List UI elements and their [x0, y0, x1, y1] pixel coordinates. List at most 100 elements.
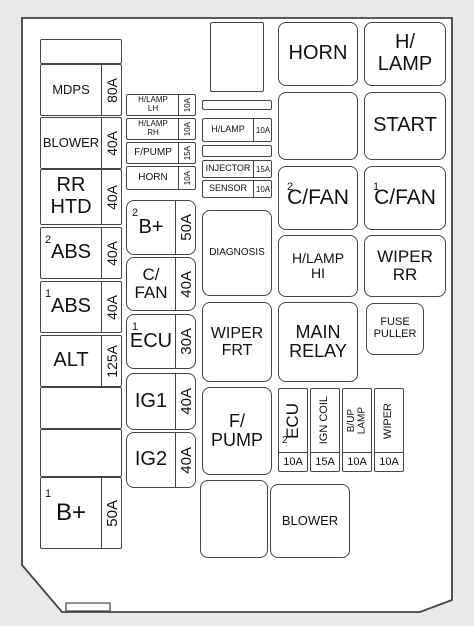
horn-small-label: HORN	[138, 171, 168, 183]
wiper-small-amp: 10A	[375, 452, 403, 471]
ig1-label: IG1	[134, 389, 168, 412]
relay-main-label: MAIN RELAY	[289, 321, 347, 361]
relay-start-label: START	[373, 114, 437, 137]
blower-label: BLOWER	[42, 134, 100, 150]
abs1-num: 1	[45, 288, 52, 300]
bplus1-amp-text: 50A	[103, 499, 121, 527]
fpump-small-amp: 15A	[178, 143, 196, 163]
fpump-small-amp-text: 15A	[183, 145, 192, 161]
ecu2-label: ECU	[283, 402, 303, 439]
relay-cfan2-num: 2	[287, 181, 294, 193]
fuse-ig1: IG1 40A	[126, 373, 196, 430]
alt-amp: 125A	[101, 336, 122, 386]
relay-hlamp: H/ LAMP	[364, 22, 446, 86]
fuse-fpump-small: F/PUMP 15A	[126, 142, 196, 164]
blank-relay-bottom	[200, 480, 268, 558]
hlamp-lh-amp: 10A	[178, 95, 196, 115]
wiper-small-label: WIPER	[382, 402, 395, 439]
bup-lamp-label-area: B/UP LAMP	[343, 389, 371, 452]
ig2-amp: 40A	[175, 433, 196, 487]
hlamp-rh-amp-text: 10A	[183, 121, 192, 137]
relay-cfan2-label: C/FAN	[287, 185, 349, 209]
relay-wiper-frt: WIPER FRT	[202, 302, 272, 382]
relay-hlamp-hi: H/LAMP HI	[278, 235, 358, 297]
ecu1-num: 1	[132, 321, 139, 333]
blank-relay-mid	[278, 92, 358, 160]
bplus2-num: 2	[132, 207, 139, 219]
alt-amp-text: 125A	[104, 344, 120, 378]
relay-wiper-frt-label: WIPER FRT	[210, 324, 264, 359]
fuse-bup-lamp: B/UP LAMP 10A	[342, 388, 372, 472]
relay-hlamp-label: H/ LAMP	[377, 31, 433, 75]
rr-htd-amp: 40A	[101, 170, 122, 224]
abs2-label: ABS	[50, 241, 92, 264]
fpump-small-label: F/PUMP	[134, 146, 172, 158]
horn-small-amp: 10A	[178, 167, 196, 189]
ign-coil-amp: 15A	[311, 452, 339, 471]
ig2-amp-text: 40A	[177, 446, 195, 474]
hlamp-rh-amp: 10A	[178, 119, 196, 139]
hlamp-lh-amp-text: 10A	[183, 97, 192, 113]
ecu2-num: 2	[282, 435, 288, 447]
bplus1-num: 1	[45, 488, 52, 500]
ecu1-label: ECU	[129, 329, 173, 352]
blank-relay-top	[210, 22, 264, 92]
wiper-small-label-area: WIPER	[375, 389, 403, 452]
relay-blower-label: BLOWER	[281, 512, 339, 528]
ecu1-amp: 30A	[175, 315, 196, 368]
fuse-hlamp-c: H/LAMP 10A	[202, 118, 272, 142]
mdps-amp-text: 80A	[104, 77, 120, 103]
relay-fuse-puller-label: FUSE PULLER	[373, 316, 417, 340]
sensor-amp: 10A	[253, 181, 272, 197]
sensor-amp-text: 10A	[255, 184, 271, 194]
relay-start: START	[364, 92, 446, 160]
horn-small-amp-text: 10A	[183, 170, 192, 186]
ig2-label: IG2	[134, 448, 168, 471]
bup-lamp-label: B/UP LAMP	[345, 406, 368, 435]
relay-wiper-rr: WIPER RR	[364, 235, 446, 297]
relay-main: MAIN RELAY	[278, 302, 358, 382]
blank-slot-top	[40, 39, 122, 64]
ecu1-amp-text: 30A	[177, 328, 195, 355]
relay-cfan1-label: C/FAN	[374, 185, 436, 209]
relay-diagnosis-label: DIAGNOSIS	[209, 246, 265, 258]
relay-horn: HORN	[278, 22, 358, 86]
relay-horn-label: HORN	[288, 42, 348, 65]
hlamp-c-label: H/LAMP	[211, 124, 245, 135]
sensor-label: SENSOR	[208, 183, 247, 194]
ig1-amp-text: 40A	[177, 388, 195, 415]
injector-label: INJECTOR	[205, 163, 251, 174]
fuse-horn-small: HORN 10A	[126, 166, 196, 190]
bplus2-amp-text: 50A	[177, 214, 195, 241]
cfan-amp: 40A	[175, 258, 196, 310]
blank-slot-mid2	[40, 429, 122, 477]
abs1-amp-text: 40A	[104, 294, 120, 320]
hlamp-c-amp: 10A	[253, 119, 272, 141]
relay-fuse-puller: FUSE PULLER	[366, 303, 424, 355]
abs2-num: 2	[45, 234, 52, 246]
fuse-ig2: IG2 40A	[126, 432, 196, 488]
ig1-amp: 40A	[175, 374, 196, 429]
relay-diagnosis: DIAGNOSIS	[202, 210, 272, 296]
bup-lamp-amp: 10A	[343, 452, 371, 471]
blank-small-mid	[202, 145, 272, 157]
relay-fpump-label: F/ PUMP	[210, 410, 263, 450]
fuse-wiper-small: WIPER 10A	[374, 388, 404, 472]
blower-amp-text: 40A	[104, 130, 120, 156]
bplus2-amp: 50A	[175, 201, 196, 254]
